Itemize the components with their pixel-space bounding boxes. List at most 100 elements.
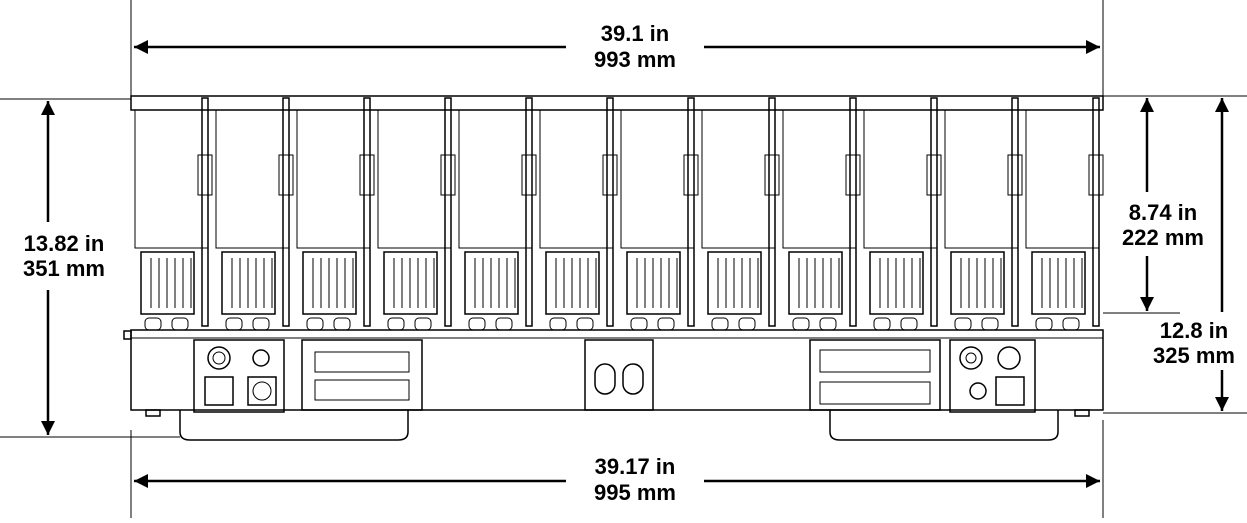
- module-body: [296, 109, 371, 249]
- module-divider: [363, 97, 371, 327]
- dmx-out-connector: [997, 346, 1021, 370]
- module-divider: [525, 97, 533, 327]
- module-body: [1025, 109, 1100, 249]
- power-in-connector-inner: [252, 381, 272, 401]
- module-tab-left: [144, 317, 162, 331]
- ethernet-out-connector: [995, 376, 1025, 406]
- power-in-connector: [247, 376, 277, 406]
- top-rail: [130, 95, 1104, 111]
- connector-plate-left: [193, 339, 285, 413]
- heat-sink: [464, 251, 519, 315]
- module-clip: [521, 154, 537, 196]
- module-tab-right: [414, 317, 432, 331]
- module-clip: [602, 154, 618, 196]
- right-inner-height-imperial: 8.74 in: [1129, 200, 1197, 225]
- right-connector-panel: [949, 339, 1036, 413]
- heat-sink: [869, 251, 924, 315]
- right-inner-height-metric: 222 mm: [1122, 225, 1204, 250]
- dmx-in-connector: [207, 346, 231, 370]
- center-bracket-plate: [584, 339, 654, 411]
- base-housing: [130, 329, 1104, 411]
- bottom-width-imperial: 39.17 in: [595, 454, 676, 479]
- module-clip: [359, 154, 375, 196]
- right-handle: [829, 410, 1059, 441]
- module-body: [863, 109, 938, 249]
- module-clip: [845, 154, 861, 196]
- foot-left: [145, 409, 161, 417]
- top-width-metric: 993 mm: [594, 47, 676, 72]
- module-divider: [1092, 97, 1100, 327]
- vent-panel-left: [301, 339, 423, 411]
- module-tab-left: [630, 317, 648, 331]
- module-tab-right: [900, 317, 918, 331]
- module-body: [134, 109, 209, 249]
- module-clip: [1007, 154, 1023, 196]
- dimension-labels: 39.1 in 993 mm 39.17 in 995 mm 13.82 in …: [23, 21, 1235, 505]
- module-tab-left: [225, 317, 243, 331]
- module-tab-right: [981, 317, 999, 331]
- module-divider: [606, 97, 614, 327]
- left-handle: [179, 410, 409, 441]
- module-divider: [768, 97, 776, 327]
- module-clip: [764, 154, 780, 196]
- fuse-holder: [969, 382, 987, 400]
- center-bracket-slot-2: [622, 363, 644, 395]
- center-bracket-slot-1: [594, 363, 616, 395]
- vent-slot-left-2: [314, 379, 410, 401]
- heat-sink: [707, 251, 762, 315]
- heat-sink: [788, 251, 843, 315]
- center-bracket: [584, 339, 654, 411]
- module-divider: [687, 97, 695, 327]
- module-clip: [926, 154, 942, 196]
- module-divider: [849, 97, 857, 327]
- left-vent-panel: [301, 339, 423, 411]
- module-body: [539, 109, 614, 249]
- vent-slot-right-1: [819, 349, 931, 373]
- heat-sink: [302, 251, 357, 315]
- heat-sink: [545, 251, 600, 315]
- module-tab-right: [333, 317, 351, 331]
- heat-sink: [383, 251, 438, 315]
- fixture-drawing: [123, 95, 1104, 441]
- dimension-arrows: [41, 40, 1229, 488]
- module-tab-right: [576, 317, 594, 331]
- module-body: [458, 109, 533, 249]
- top-width-imperial: 39.1 in: [601, 21, 669, 46]
- module-body: [377, 109, 452, 249]
- module-tab-right: [252, 317, 270, 331]
- module-tab-right: [495, 317, 513, 331]
- module-tab-left: [306, 317, 324, 331]
- module-tab-left: [549, 317, 567, 331]
- module-clip: [683, 154, 699, 196]
- module-divider: [201, 97, 209, 327]
- vent-slot-right-2: [819, 381, 931, 405]
- module-tab-right: [738, 317, 756, 331]
- module-body: [782, 109, 857, 249]
- module-tab-right: [171, 317, 189, 331]
- ethernet-connector: [204, 376, 234, 406]
- left-height-imperial: 13.82 in: [24, 231, 105, 256]
- module-divider: [1011, 97, 1019, 327]
- module-body: [620, 109, 695, 249]
- module-tab-left: [711, 317, 729, 331]
- data-connector: [252, 349, 270, 367]
- heat-sink: [221, 251, 276, 315]
- module-divider: [444, 97, 452, 327]
- module-divider: [930, 97, 938, 327]
- module-clip: [278, 154, 294, 196]
- right-outer-height-imperial: 12.8 in: [1160, 318, 1228, 343]
- module-tab-left: [954, 317, 972, 331]
- dmx-in-connector-inner: [212, 351, 226, 365]
- module-tab-right: [1062, 317, 1080, 331]
- heat-sink: [950, 251, 1005, 315]
- left-connector-panel: [193, 339, 285, 413]
- module-array: [134, 97, 1104, 331]
- module-clip: [197, 154, 213, 196]
- heat-sink: [626, 251, 681, 315]
- module-body: [944, 109, 1019, 249]
- module-tab-right: [819, 317, 837, 331]
- module-tab-right: [657, 317, 675, 331]
- foot-right: [1074, 409, 1090, 417]
